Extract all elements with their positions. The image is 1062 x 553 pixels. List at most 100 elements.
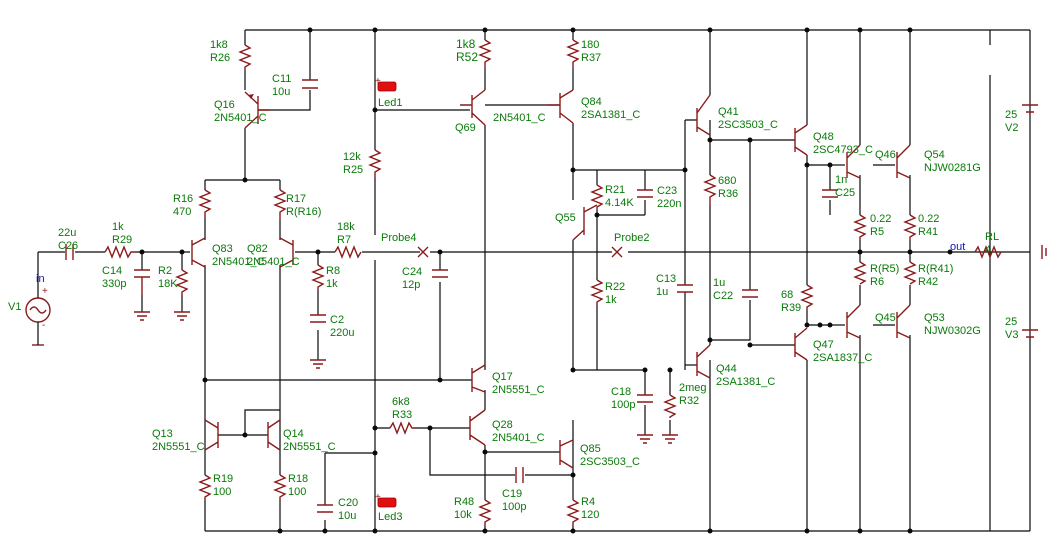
- transistor-Q85: [559, 439, 574, 469]
- label-Q47-value: 2SA1837_C: [813, 352, 872, 364]
- label-C18: C18: [611, 386, 631, 398]
- resistor-R5: [853, 214, 867, 240]
- resistor-R16: [198, 189, 212, 218]
- label-R37: 180: [581, 39, 599, 51]
- label-R52-value: R52: [456, 50, 478, 64]
- transistor-Q84: [548, 89, 574, 124]
- resistor-R42: [903, 261, 917, 285]
- transistor-Q28: [469, 409, 486, 446]
- source-V3: [1022, 329, 1038, 338]
- resistor-R7: [334, 245, 362, 259]
- transistor-Q82: [279, 237, 294, 268]
- label-C14-value: 330p: [102, 278, 126, 290]
- label-R19: R19: [213, 473, 233, 485]
- label-R8: R8: [326, 265, 340, 277]
- label-R48-value: 10k: [454, 509, 472, 521]
- capacitor-C18: [637, 394, 653, 403]
- label-R37-value: R37: [581, 52, 601, 64]
- svg-text:-: -: [42, 320, 45, 331]
- label-Q54-value: NJW0281G: [924, 162, 981, 174]
- led-Led3: [377, 497, 397, 508]
- label-C22-value: C22: [713, 290, 733, 302]
- resistor-R48: [478, 499, 492, 525]
- label-C13: C13: [656, 273, 676, 285]
- label-Q85-value: 2SC3503_C: [580, 456, 640, 468]
- label-Q45: Q45: [875, 312, 896, 324]
- label-C26: 22u: [58, 227, 76, 239]
- label-C24: C24: [402, 266, 422, 278]
- label-C22: 1u: [713, 277, 725, 289]
- label-C20-value: 10u: [338, 510, 356, 522]
- label-out: out: [950, 241, 965, 253]
- label-R4: R4: [581, 496, 595, 508]
- label-C23: C23: [657, 185, 677, 197]
- label-Led3: Led3: [378, 511, 402, 523]
- label-C19-value: 100p: [502, 501, 526, 513]
- label-Q48-value: 2SC4793_C: [813, 144, 873, 156]
- transistor-Q13: [204, 419, 219, 451]
- label-Q69: Q69: [455, 122, 476, 134]
- label-RL-value: 4: [985, 244, 991, 256]
- label-Q55: Q55: [555, 212, 576, 224]
- transistor-Q16: [244, 91, 270, 129]
- transistor-Q54: [896, 144, 911, 179]
- capacitor-C25: [822, 189, 838, 198]
- label-Q85: Q85: [580, 443, 601, 455]
- label-C19: C19: [502, 488, 522, 500]
- label-Q83-value: 2N5401_C: [212, 256, 265, 268]
- label-C2-value: 220u: [330, 327, 354, 339]
- label-R17-value: R(R16): [286, 206, 321, 218]
- label-R21: R21: [605, 184, 625, 196]
- resistor-R26: [238, 44, 252, 70]
- label-R42-value: R42: [918, 276, 938, 288]
- label-C23-value: 220n: [657, 198, 681, 210]
- capacitor-C14: [134, 269, 150, 295]
- label-R41-value: R41: [918, 226, 938, 238]
- label-R29: 1k: [112, 221, 124, 233]
- label-R7-value: R7: [337, 234, 351, 246]
- transistor-Q69: [460, 89, 486, 126]
- label-Q14: Q14: [283, 428, 304, 440]
- label-Q13-value: 2N5551_C: [152, 441, 205, 453]
- label-R36: 680: [718, 175, 736, 187]
- capacitor-C19: [515, 467, 524, 483]
- label-R18: R18: [288, 473, 308, 485]
- label-R29-value: R29: [112, 234, 132, 246]
- transistor-Q48: [794, 124, 808, 156]
- label-RL: RL: [985, 231, 999, 243]
- label-Q83: Q83: [212, 243, 233, 255]
- label-R39: 68: [781, 289, 793, 301]
- label-Q48: Q48: [813, 131, 834, 143]
- capacitor-C24: [432, 269, 448, 278]
- label-Q16-value: 2N5401_C: [214, 112, 267, 124]
- label-R5-value: R5: [870, 226, 884, 238]
- source-V2: [1022, 104, 1038, 113]
- resistor-R6: [853, 261, 867, 285]
- label-Q28: Q28: [492, 419, 513, 431]
- transistor-Q45: [846, 304, 861, 339]
- label-Q41-value: 2SC3503_C: [718, 119, 778, 131]
- label-R16: R16: [173, 193, 193, 205]
- label-Q14-value: 2N5551_C: [283, 441, 336, 453]
- label-Q13: Q13: [152, 428, 173, 440]
- label-Q44: Q44: [716, 363, 737, 375]
- label-C20: C20: [338, 497, 358, 509]
- capacitors: [65, 79, 838, 513]
- label-Q84-value: 2SA1381_C: [581, 109, 640, 121]
- label-R32: 2meg: [679, 382, 707, 394]
- transistor-Q47: [794, 327, 808, 361]
- label-Q69p: 2N5401_C: [493, 112, 546, 124]
- transistor-Q46: [846, 144, 861, 179]
- resistor-R18: [273, 474, 287, 500]
- label-Q28-value: 2N5401_C: [492, 432, 545, 444]
- label-R52: 1k8: [456, 37, 476, 51]
- resistor-R41: [903, 214, 917, 240]
- label-V3: 25: [1005, 316, 1017, 328]
- label-R18-value: 100: [288, 486, 306, 498]
- label-R33: 6k8: [392, 396, 410, 408]
- label-R5: 0.22: [870, 213, 891, 225]
- capacitor-C23: [637, 189, 653, 198]
- led-Led1: [377, 81, 397, 92]
- label-V2: 25: [1005, 109, 1017, 121]
- ground-symbols: [32, 245, 1047, 444]
